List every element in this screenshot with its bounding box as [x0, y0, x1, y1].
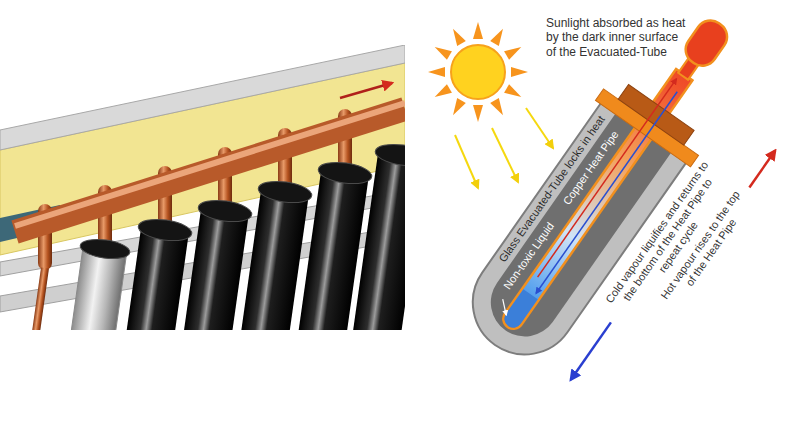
sunlight-arrow: [492, 128, 518, 182]
sun-ray: [449, 26, 466, 46]
tube-glass: [113, 227, 188, 330]
sun-ray: [504, 84, 524, 101]
sun-ray: [490, 26, 507, 46]
condenser-bulb: [680, 15, 733, 72]
tube-glass: [233, 189, 308, 330]
sunlight-arrow: [455, 135, 478, 188]
sun-disc: [451, 45, 505, 99]
bare-heat-pipe: [13, 267, 49, 330]
sun: [428, 22, 528, 122]
liquid: [501, 289, 538, 331]
sun-ray: [449, 98, 466, 118]
tube-collar: [374, 141, 405, 168]
sun-ray: [473, 105, 483, 122]
tube-collar: [257, 178, 313, 205]
tube-glass: [350, 152, 405, 330]
cap-ring: [618, 85, 694, 146]
tube-collar: [197, 197, 253, 224]
evacuated-tube: [170, 197, 253, 330]
glass-label: Glass Evacuated-Tube locks in heat: [496, 114, 607, 265]
tube-section: [447, 0, 800, 413]
clear-tube: [52, 237, 131, 330]
sunlight-note: Sunlight absorbed as heat by the dark in…: [546, 16, 690, 59]
sun-ray: [504, 43, 524, 60]
sun-ray: [432, 43, 452, 60]
evacuated-tube: [110, 216, 193, 330]
tube-glass: [173, 208, 248, 330]
tube-collar: [137, 216, 193, 243]
sunlight-arrow: [526, 108, 553, 148]
sun-ray: [432, 84, 452, 101]
sun-ray: [490, 98, 507, 118]
sun-ray: [473, 22, 483, 39]
leader-line: [496, 299, 512, 315]
pipe-rod: [13, 267, 49, 330]
cold-flow-arrow: [571, 322, 611, 379]
sun-ray: [511, 67, 528, 77]
sun-ray: [428, 67, 445, 77]
tube-collar: [79, 237, 131, 262]
tube-collar: [317, 159, 373, 186]
evacuated-tube: [347, 141, 405, 330]
evacuated-tube: [230, 178, 313, 330]
hot-flow-arrow: [749, 151, 775, 188]
collector-render: [0, 45, 405, 330]
flow-arrow: [340, 83, 392, 98]
